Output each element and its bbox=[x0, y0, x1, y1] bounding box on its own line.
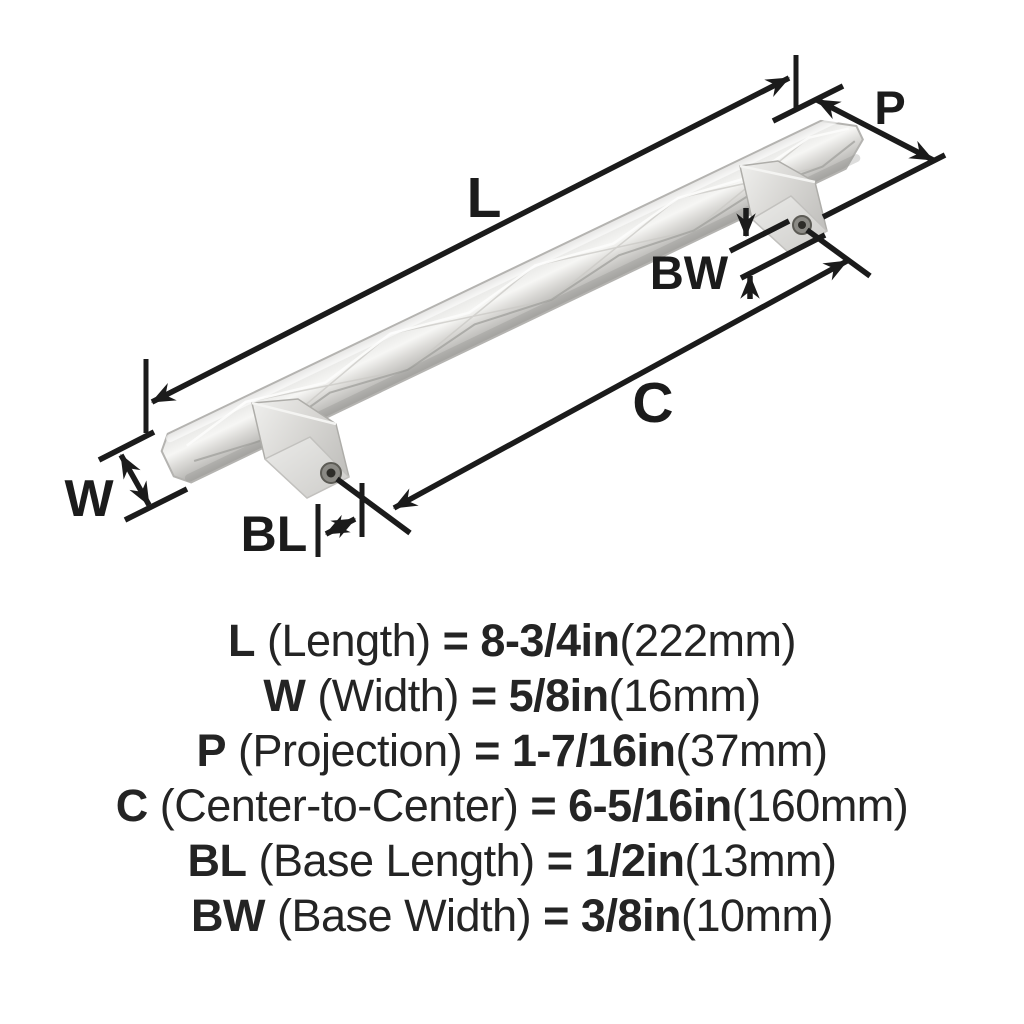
spec-eq: = bbox=[543, 890, 569, 941]
spec-eq: = bbox=[442, 615, 469, 666]
spec-key: C bbox=[115, 780, 149, 831]
spec-metric: (222mm) bbox=[619, 615, 797, 666]
label-length: L bbox=[467, 166, 502, 230]
dim-bl-arrow bbox=[324, 514, 357, 539]
spec-key: W bbox=[263, 670, 306, 721]
spec-metric: (10mm) bbox=[680, 890, 834, 941]
dim-w-ext-top bbox=[97, 429, 156, 463]
spec-metric: (37mm) bbox=[675, 725, 829, 776]
spec-value: 5/8in bbox=[508, 670, 610, 721]
spec-row: C (Center-to-Center) = 6-5/16in(160mm) bbox=[116, 778, 909, 833]
dim-p-line bbox=[815, 97, 935, 163]
spec-metric: (160mm) bbox=[731, 780, 909, 831]
label-base-length: BL bbox=[241, 506, 308, 562]
spec-value: 8-3/4in bbox=[480, 615, 620, 666]
spec-eq: = bbox=[546, 835, 573, 886]
dim-l-line bbox=[150, 75, 791, 405]
screw-hole-bore bbox=[798, 221, 806, 229]
spec-key: BL bbox=[187, 835, 247, 886]
spec-name: (Center-to-Center) bbox=[159, 780, 519, 831]
dim-c-ext-front bbox=[335, 476, 412, 536]
spec-key: L bbox=[227, 615, 256, 666]
spec-row: BW (Base Width) = 3/8in(10mm) bbox=[191, 888, 833, 943]
spec-name: (Base Width) bbox=[277, 890, 532, 941]
dim-w-ext-bottom bbox=[123, 486, 189, 523]
dim-p-ext-base bbox=[821, 152, 947, 220]
label-projection: P bbox=[874, 81, 905, 134]
spec-row: W (Width) = 5/8in(16mm) bbox=[263, 668, 762, 723]
spec-key: BW bbox=[191, 890, 266, 941]
screw-hole-bore bbox=[326, 468, 336, 478]
spec-metric: (16mm) bbox=[608, 670, 762, 721]
spec-value: 1-7/16in bbox=[511, 725, 676, 776]
spec-name: (Width) bbox=[317, 670, 459, 721]
spec-name: (Projection) bbox=[238, 725, 463, 776]
mounting-post-front bbox=[251, 398, 350, 499]
spec-name: (Length) bbox=[267, 615, 431, 666]
label-width: W bbox=[64, 470, 114, 528]
spec-value: 1/2in bbox=[584, 835, 685, 886]
spec-row: L (Length) = 8-3/4in(222mm) bbox=[227, 613, 797, 668]
spec-key: P bbox=[196, 725, 226, 776]
spec-eq: = bbox=[530, 780, 557, 831]
spec-eq: = bbox=[470, 670, 497, 721]
spec-metric: (13mm) bbox=[684, 835, 838, 886]
dim-p-ext-tip bbox=[771, 83, 845, 124]
handle-diagram: L P BW C W BL bbox=[64, 55, 947, 562]
spec-list: L (Length) = 8-3/4in(222mm) W (Width) = … bbox=[0, 613, 1024, 943]
post-edge-highlight bbox=[251, 401, 337, 426]
label-base-width: BW bbox=[650, 246, 729, 299]
spec-row: P (Projection) = 1-7/16in(37mm) bbox=[196, 723, 829, 778]
dim-bw-ext-near bbox=[728, 218, 791, 254]
dim-c-line bbox=[392, 258, 849, 511]
dim-c-ext-rear bbox=[805, 227, 872, 279]
spec-eq: = bbox=[474, 725, 500, 776]
dim-w-arrow bbox=[118, 453, 152, 507]
spec-value: 3/8in bbox=[580, 890, 682, 941]
spec-value: 6-5/16in bbox=[568, 780, 732, 831]
dimension-lines bbox=[97, 55, 947, 557]
spec-name: (Base Length) bbox=[258, 835, 535, 886]
label-center-to-center: C bbox=[632, 371, 673, 435]
spec-row: BL (Base Length) = 1/2in(13mm) bbox=[187, 833, 838, 888]
